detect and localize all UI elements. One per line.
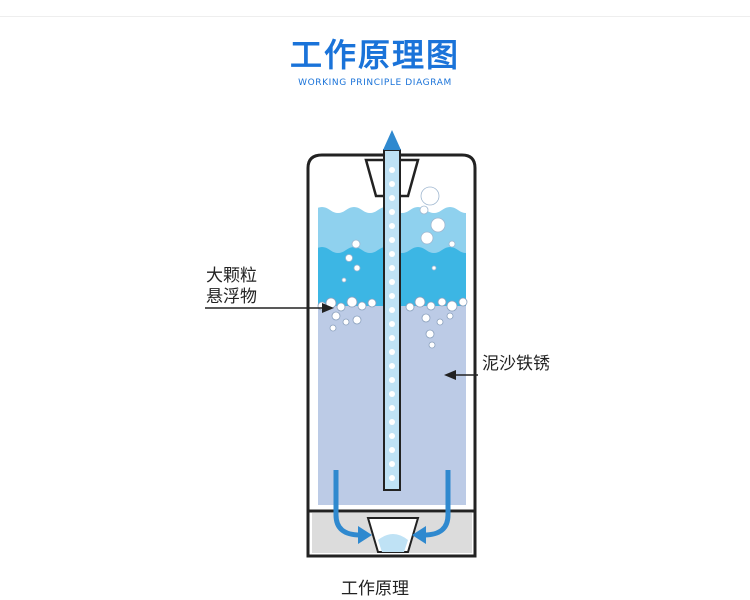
flow-arrow-left-icon xyxy=(333,470,372,544)
sand-pointer xyxy=(444,370,478,380)
particle-pointer xyxy=(205,303,334,313)
page-title: 工作原理图 xyxy=(289,36,460,74)
bottom-diffuser xyxy=(366,517,420,553)
label-sand-rust: 泥沙铁锈 xyxy=(482,354,550,374)
suspended-particles xyxy=(317,296,468,349)
outlet-arrow-icon xyxy=(383,130,401,150)
label-large-particles: 大颗粒 悬浮物 xyxy=(206,266,257,308)
header-divider xyxy=(0,16,750,17)
page-subtitle: WORKING PRINCIPLE DIAGRAM xyxy=(298,78,452,88)
air-bubbles xyxy=(341,186,456,283)
label-large-particles-line1: 大颗粒 xyxy=(206,266,257,286)
label-large-particles-line2: 悬浮物 xyxy=(206,287,257,307)
flow-arrow-right-icon xyxy=(412,470,451,544)
center-pipe xyxy=(383,149,401,491)
diagram-caption: 工作原理 xyxy=(341,579,409,599)
